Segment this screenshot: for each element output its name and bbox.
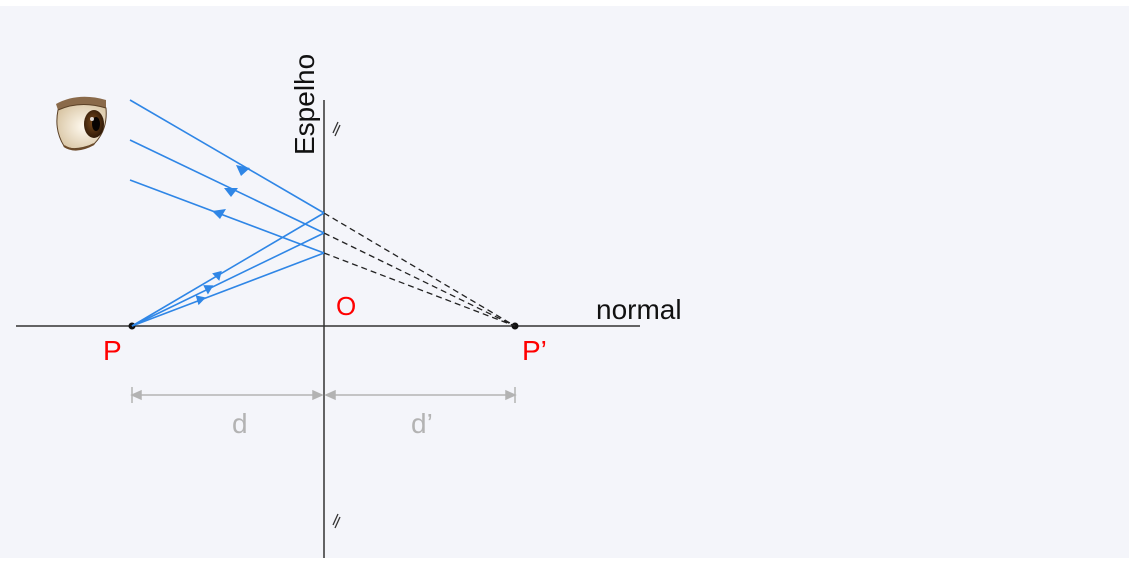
distance-markers (130, 387, 517, 403)
reflected-ray-3 (129, 179, 325, 254)
virtual-ray-extensions (323, 212, 516, 327)
reflected-arrow-3 (212, 209, 226, 219)
eye-icon (56, 96, 107, 151)
background-panel (0, 6, 1129, 558)
virtual-ray-1 (323, 212, 516, 327)
reflected-arrow-2 (224, 188, 238, 197)
reflected-ray-1 (129, 99, 325, 214)
mirror-label: Espelho (289, 54, 320, 155)
origin-label: O (336, 291, 356, 321)
reflected-ray-2 (129, 139, 325, 234)
incident-arrow-1 (212, 270, 222, 281)
virtual-ray-2 (323, 232, 516, 327)
object-distance-label: d (232, 408, 248, 439)
image-distance-label: d’ (411, 408, 433, 439)
incident-ray-1 (131, 212, 325, 327)
axis-break-icon (332, 121, 341, 529)
object-label: P (103, 335, 122, 366)
ray-arrowheads (195, 165, 250, 306)
incident-ray-2 (131, 232, 325, 327)
incident-rays (131, 212, 325, 327)
reflected-arrow-1 (236, 165, 250, 176)
image-label: P’ (522, 335, 547, 366)
incident-ray-3 (131, 252, 325, 327)
incident-arrow-3 (195, 295, 206, 306)
reflected-rays (129, 99, 325, 254)
virtual-ray-3 (323, 252, 516, 327)
incident-arrow-2 (203, 285, 214, 295)
normal-label: normal (596, 294, 682, 325)
